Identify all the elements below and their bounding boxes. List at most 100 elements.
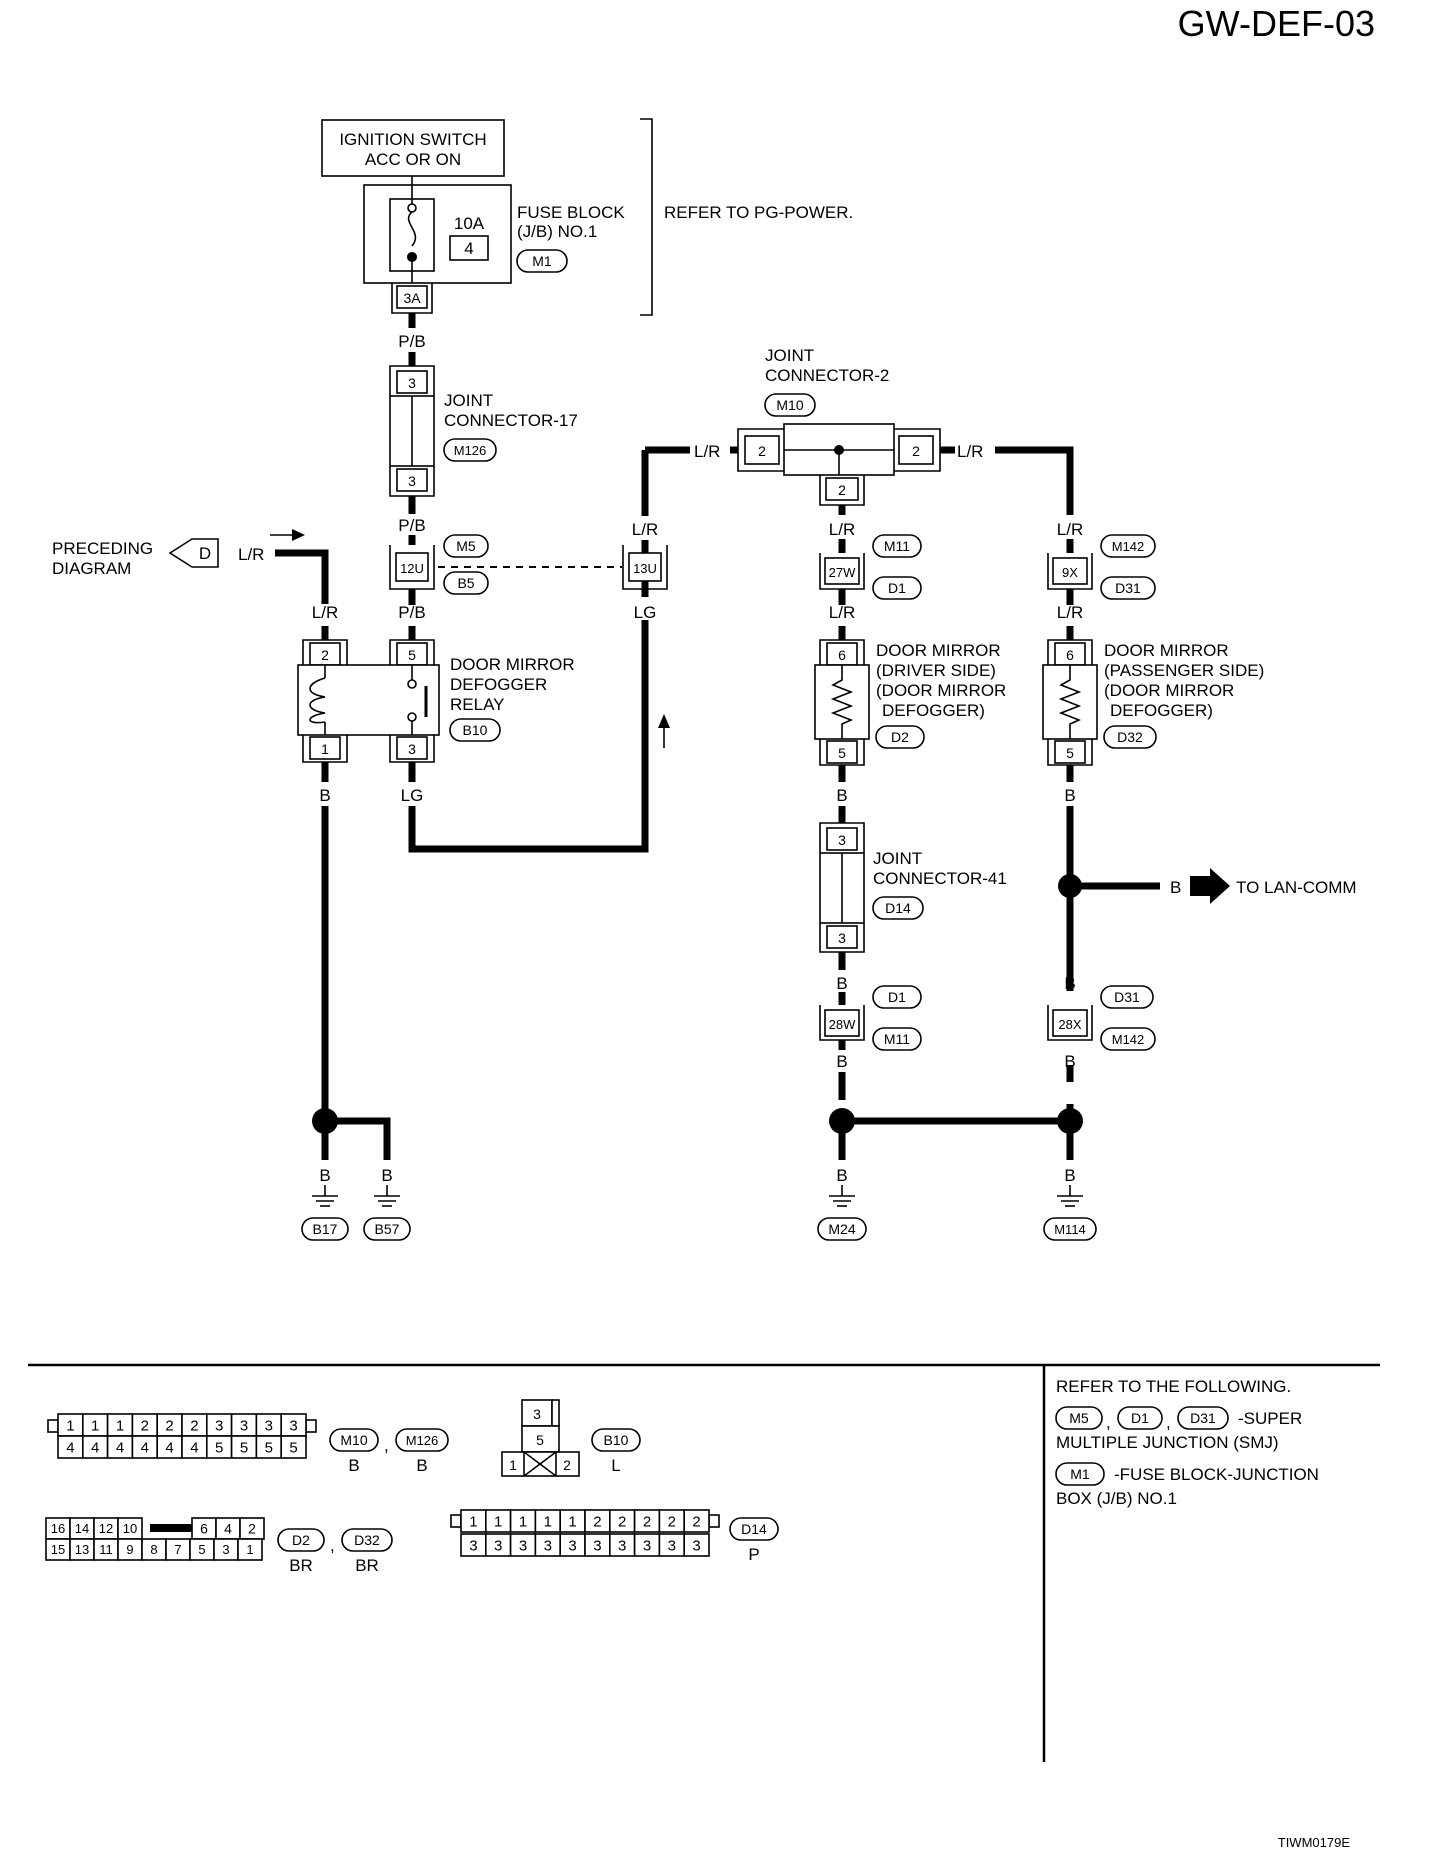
- smj-28x-bottom: M142: [1112, 1032, 1145, 1047]
- passenger-mirror-label-1: DOOR MIRROR: [1104, 641, 1229, 660]
- preceding-connector-d: D: [168, 538, 219, 568]
- m10-sep: ,: [384, 1436, 389, 1455]
- ignition-switch-box: IGNITION SWITCH ACC OR ON: [321, 119, 505, 177]
- d14-top-pin-label: 2: [618, 1513, 626, 1530]
- m10-name-badge-2: M126: [395, 1428, 449, 1452]
- notes-fb-conn: M1: [1070, 1466, 1090, 1482]
- relay-label-2: DEFOGGER: [450, 675, 547, 694]
- m10-bottom-pin-label: 4: [91, 1439, 99, 1456]
- passenger-mirror-label-3: (DOOR MIRROR: [1104, 681, 1234, 700]
- d2-bottom-pin-label: 15: [51, 1542, 65, 1557]
- wire-color-b-28w: B: [836, 1052, 847, 1071]
- wire-color-lr-preceding: L/R: [238, 545, 264, 564]
- m10-bottom-pin-label: 5: [289, 1439, 297, 1456]
- joint17-label-2: CONNECTOR-17: [444, 411, 578, 430]
- notes-smj-conn-3: D31: [1190, 1410, 1216, 1426]
- relay-label-3: RELAY: [450, 695, 505, 714]
- passenger-door-mirror: 6 5: [1042, 639, 1098, 766]
- driver-mirror-label-2: (DRIVER SIDE): [876, 661, 996, 680]
- m10-top-pin-label: 3: [265, 1417, 273, 1434]
- fuse-terminal-3a: 3A: [391, 283, 433, 314]
- d2-color-2: BR: [355, 1556, 379, 1575]
- d2-sep: ,: [330, 1536, 335, 1555]
- m10-bottom-pin-label: 5: [265, 1439, 273, 1456]
- lan-comm-label: TO LAN-COMM: [1236, 878, 1357, 897]
- smj-m5-conn: M5: [456, 538, 476, 554]
- smj-27w-bottom-badge: D1: [872, 576, 922, 600]
- preceding-symbol: D: [199, 544, 211, 563]
- connector-face-b10: 3 5 1 2: [501, 1399, 580, 1477]
- passenger-mirror-conn: D32: [1117, 729, 1143, 745]
- wire-color-labels: P/B P/B P/B L/R L/R B LG LG L/R L/R L/R …: [238, 332, 1181, 1185]
- relay-pin-2: 2: [321, 647, 329, 663]
- wire-color-b-relay1: B: [319, 786, 330, 805]
- driver-mirror-pin-bottom: 5: [838, 745, 846, 761]
- d14-top-pin-label: 2: [643, 1513, 651, 1530]
- d2-top-pin-label: 14: [75, 1521, 89, 1536]
- ground-b57-label: B57: [375, 1221, 400, 1237]
- passenger-mirror-label-2: (PASSENGER SIDE): [1104, 661, 1264, 680]
- refer-pg-power: REFER TO PG-POWER.: [664, 203, 853, 222]
- fuse-block-conn-badge: M1: [516, 249, 568, 273]
- lan-arrow-icon: [1190, 868, 1230, 904]
- splice-left-ground: [312, 1108, 338, 1134]
- fuse-block-conn: M1: [532, 253, 552, 269]
- ground-m114-label: M114: [1054, 1222, 1086, 1237]
- m10-top-pin-label: 2: [190, 1417, 198, 1434]
- smj-28x-top: D31: [1114, 989, 1140, 1005]
- m10-bottom-pin-label: 4: [66, 1439, 74, 1456]
- m10-name-1: M10: [340, 1432, 367, 1448]
- smj-28w: 28W: [819, 1005, 865, 1041]
- smj-28x: 28X: [1047, 1005, 1093, 1041]
- d14-bottom-pin-label: 3: [643, 1537, 651, 1554]
- wire-color-lg-relay3: LG: [401, 786, 424, 805]
- d2-bottom-pin-label: 1: [246, 1542, 253, 1557]
- ground-b17-label: B17: [313, 1221, 338, 1237]
- d14-bottom-pin-label: 3: [692, 1537, 700, 1554]
- smj-27w-top: M11: [884, 538, 910, 554]
- m10-name-badge-1: M10: [329, 1428, 379, 1452]
- d2-bottom-pin-label: 9: [126, 1542, 133, 1557]
- d2-name-2: D32: [354, 1532, 380, 1548]
- d14-bottom-pin-label: 3: [519, 1537, 527, 1554]
- notes-sep-2: ,: [1166, 1413, 1171, 1432]
- wire-color-b-gnd-m114: B: [1064, 1166, 1075, 1185]
- m10-top-pin-label: 1: [66, 1417, 74, 1434]
- fuse-amperage: 10A: [454, 214, 485, 233]
- smj-27w: 27W: [819, 553, 865, 590]
- m10-bottom-pin-label: 4: [141, 1439, 149, 1456]
- d2-bottom-pin-label: 13: [75, 1542, 89, 1557]
- wire-color-b-lan: B: [1170, 878, 1181, 897]
- driver-mirror-label-1: DOOR MIRROR: [876, 641, 1001, 660]
- smj-13u: 13U: [622, 545, 668, 590]
- b10-pin-2: 2: [563, 1457, 571, 1473]
- wire-color-lr-driver-1: L/R: [829, 520, 855, 539]
- wire-color-pb-1: P/B: [398, 332, 425, 351]
- preceding-label-2: DIAGRAM: [52, 559, 131, 578]
- wire-color-lr-joint2-left: L/R: [694, 442, 720, 461]
- smj-28w-bottom: M11: [884, 1031, 910, 1047]
- d2-top-pin-label: 10: [123, 1521, 137, 1536]
- smj-27w-bottom: D1: [888, 580, 906, 596]
- d14-name-badge: D14: [729, 1517, 779, 1541]
- joint17-conn: M126: [454, 443, 487, 458]
- m10-top-pin-label: 3: [215, 1417, 223, 1434]
- d2-bottom-cell: [237, 1538, 263, 1561]
- ground-m114: M114: [1043, 1185, 1097, 1241]
- m10-bottom-pin-label: 4: [116, 1439, 124, 1456]
- driver-mirror-pin-top: 6: [838, 647, 846, 663]
- notes-smj-text-1: -SUPER: [1238, 1409, 1302, 1428]
- joint17-label-1: JOINT: [444, 391, 493, 410]
- m10-bottom-pin-label: 5: [215, 1439, 223, 1456]
- smj-9x: 9X: [1047, 553, 1093, 590]
- smj-27w-top-badge: M11: [872, 534, 922, 558]
- smj-9x-top-badge: M142: [1100, 534, 1156, 558]
- smj-12u: 12U: [389, 545, 435, 590]
- joint-connector-41: 3 3: [819, 822, 865, 953]
- m10-top-pin-label: 1: [116, 1417, 124, 1434]
- d14-top-pin-label: 2: [692, 1513, 700, 1530]
- d2-color-1: BR: [289, 1556, 313, 1575]
- smj-9x-pin: 9X: [1062, 565, 1078, 580]
